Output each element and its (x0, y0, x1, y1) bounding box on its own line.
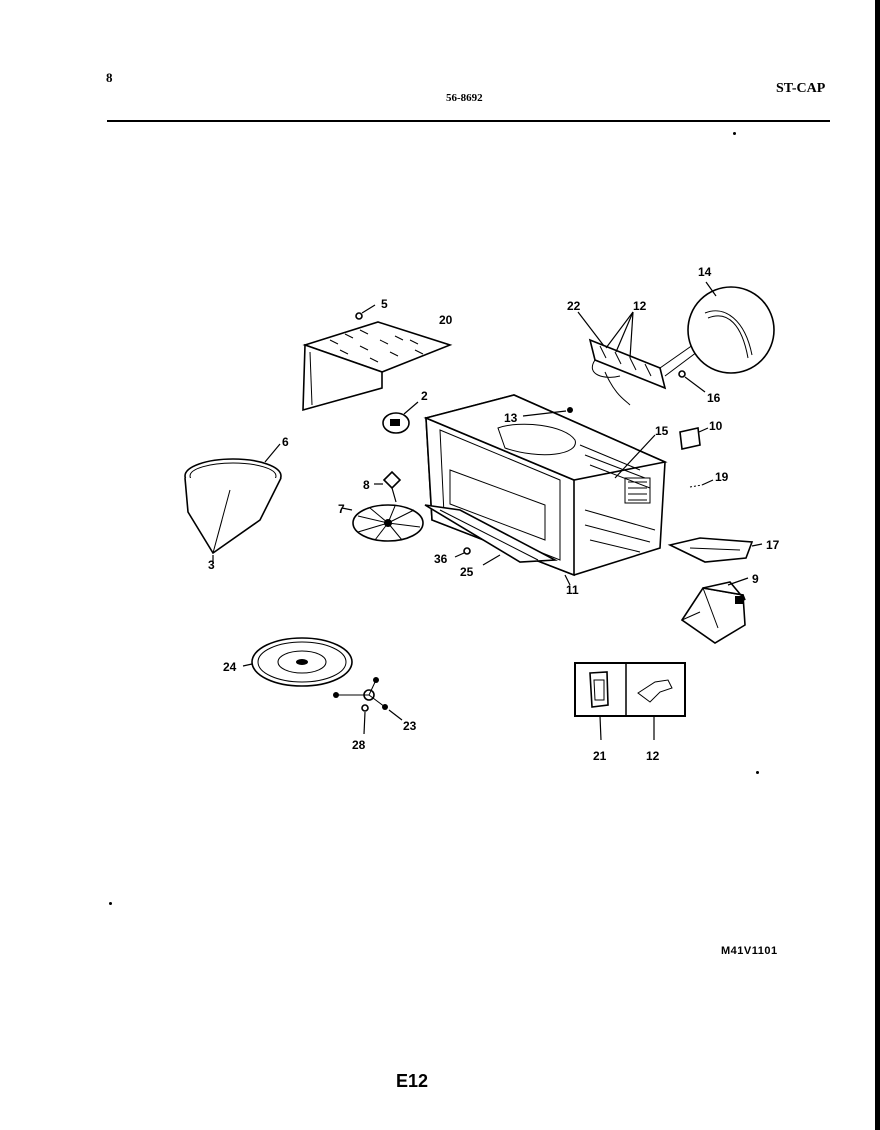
callout-14: 14 (698, 265, 712, 279)
speck (756, 771, 759, 774)
part-24-turntable (242, 637, 353, 687)
callout-25: 25 (460, 565, 474, 579)
callout-7: 7 (338, 502, 345, 516)
part-6-duct-bowl (184, 443, 282, 562)
callout-28: 28 (352, 738, 366, 752)
part-19-screw (689, 479, 714, 488)
part-14-detail-circle (687, 281, 775, 374)
callout-10: 10 (709, 419, 723, 433)
callout-22: 22 (567, 299, 581, 313)
callout-16: 16 (707, 391, 721, 405)
header-rule (107, 120, 830, 122)
part-8-bracket (374, 470, 402, 503)
speck (733, 132, 736, 135)
callout-24: 24 (223, 660, 237, 674)
speck (109, 902, 112, 905)
callout-13: 13 (504, 411, 518, 425)
callout-3: 3 (208, 558, 215, 572)
callout-19: 19 (715, 470, 729, 484)
callout-12-bottom: 12 (646, 749, 660, 763)
callout-20: 20 (439, 313, 453, 327)
callout-9: 9 (752, 572, 759, 586)
callout-6: 6 (282, 435, 289, 449)
callout-11: 11 (566, 583, 579, 597)
callout-15: 15 (655, 424, 669, 438)
callout-5: 5 (381, 297, 388, 311)
callout-21: 21 (593, 749, 607, 763)
part-7-stirrer-fan (341, 504, 424, 542)
callout-23: 23 (403, 719, 417, 733)
parts-kit-box (574, 662, 686, 741)
diagram-reference-code: M41V1101 (721, 945, 778, 957)
part-13-screw (522, 407, 573, 417)
callout-17: 17 (766, 538, 780, 552)
callout-12-top: 12 (633, 299, 647, 313)
callout-2: 2 (421, 389, 428, 403)
part-25-strip (424, 504, 558, 566)
part-10-block (679, 427, 709, 450)
callout-labels: 14 22 12 5 20 2 13 16 10 15 6 19 8 7 36 … (208, 265, 780, 763)
part-20-top-panel (302, 321, 453, 412)
model-number: 56-8692 (446, 92, 483, 104)
part-9-air-duct (680, 577, 749, 644)
part-36-screw (454, 547, 471, 558)
part-2-badge (382, 401, 419, 434)
part-15-leader (614, 434, 656, 479)
callout-36: 36 (434, 552, 448, 566)
part-28-clip (361, 704, 369, 735)
header-code: ST-CAP (776, 81, 826, 96)
page-number: 8 (106, 70, 113, 85)
part-23-roller-support (333, 677, 403, 721)
part-16-screw (678, 370, 706, 393)
part-5-screw (355, 304, 376, 320)
part-17-bracket (667, 537, 763, 563)
part-22-control-assembly (577, 311, 706, 406)
page-label: E12 (396, 1071, 429, 1091)
callout-8: 8 (363, 478, 370, 492)
